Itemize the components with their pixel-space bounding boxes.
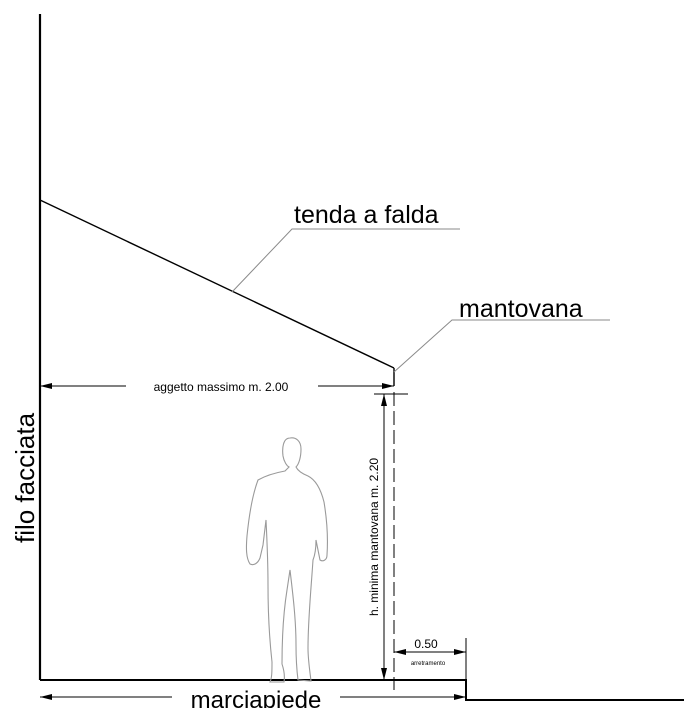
max-projection-label: aggetto massimo m. 2.00: [154, 380, 289, 394]
sidewalk-arrow-left: [40, 694, 52, 700]
awning-slope-line: [39, 199, 395, 369]
sidewalk-edge-line: [40, 679, 684, 701]
min-height-arrow-top: [381, 394, 387, 406]
setback-arrow-left: [394, 649, 406, 655]
setback-label: arretramento: [411, 661, 446, 667]
max-projection-arrow-left: [40, 383, 52, 389]
awning-leader-line: [231, 228, 460, 293]
sidewalk-label: marciapiede: [191, 687, 322, 708]
valance-label: mantovana: [459, 295, 583, 323]
person-silhouette: [245, 437, 328, 683]
facade-line-label: filo facciata: [10, 412, 40, 543]
max-projection-arrow-right: [382, 383, 394, 389]
sidewalk-arrow-right: [454, 694, 466, 700]
max-projection-text-mask: [126, 377, 318, 395]
valance-leader-line: [393, 319, 610, 373]
setback-value: 0.50: [414, 637, 438, 651]
setback-arrow-right: [454, 649, 466, 655]
min-height-label: h. minima mantovana m. 2.20: [367, 458, 381, 616]
min-height-arrow-bottom: [381, 668, 387, 680]
awning-label: tenda a falda: [294, 201, 439, 229]
